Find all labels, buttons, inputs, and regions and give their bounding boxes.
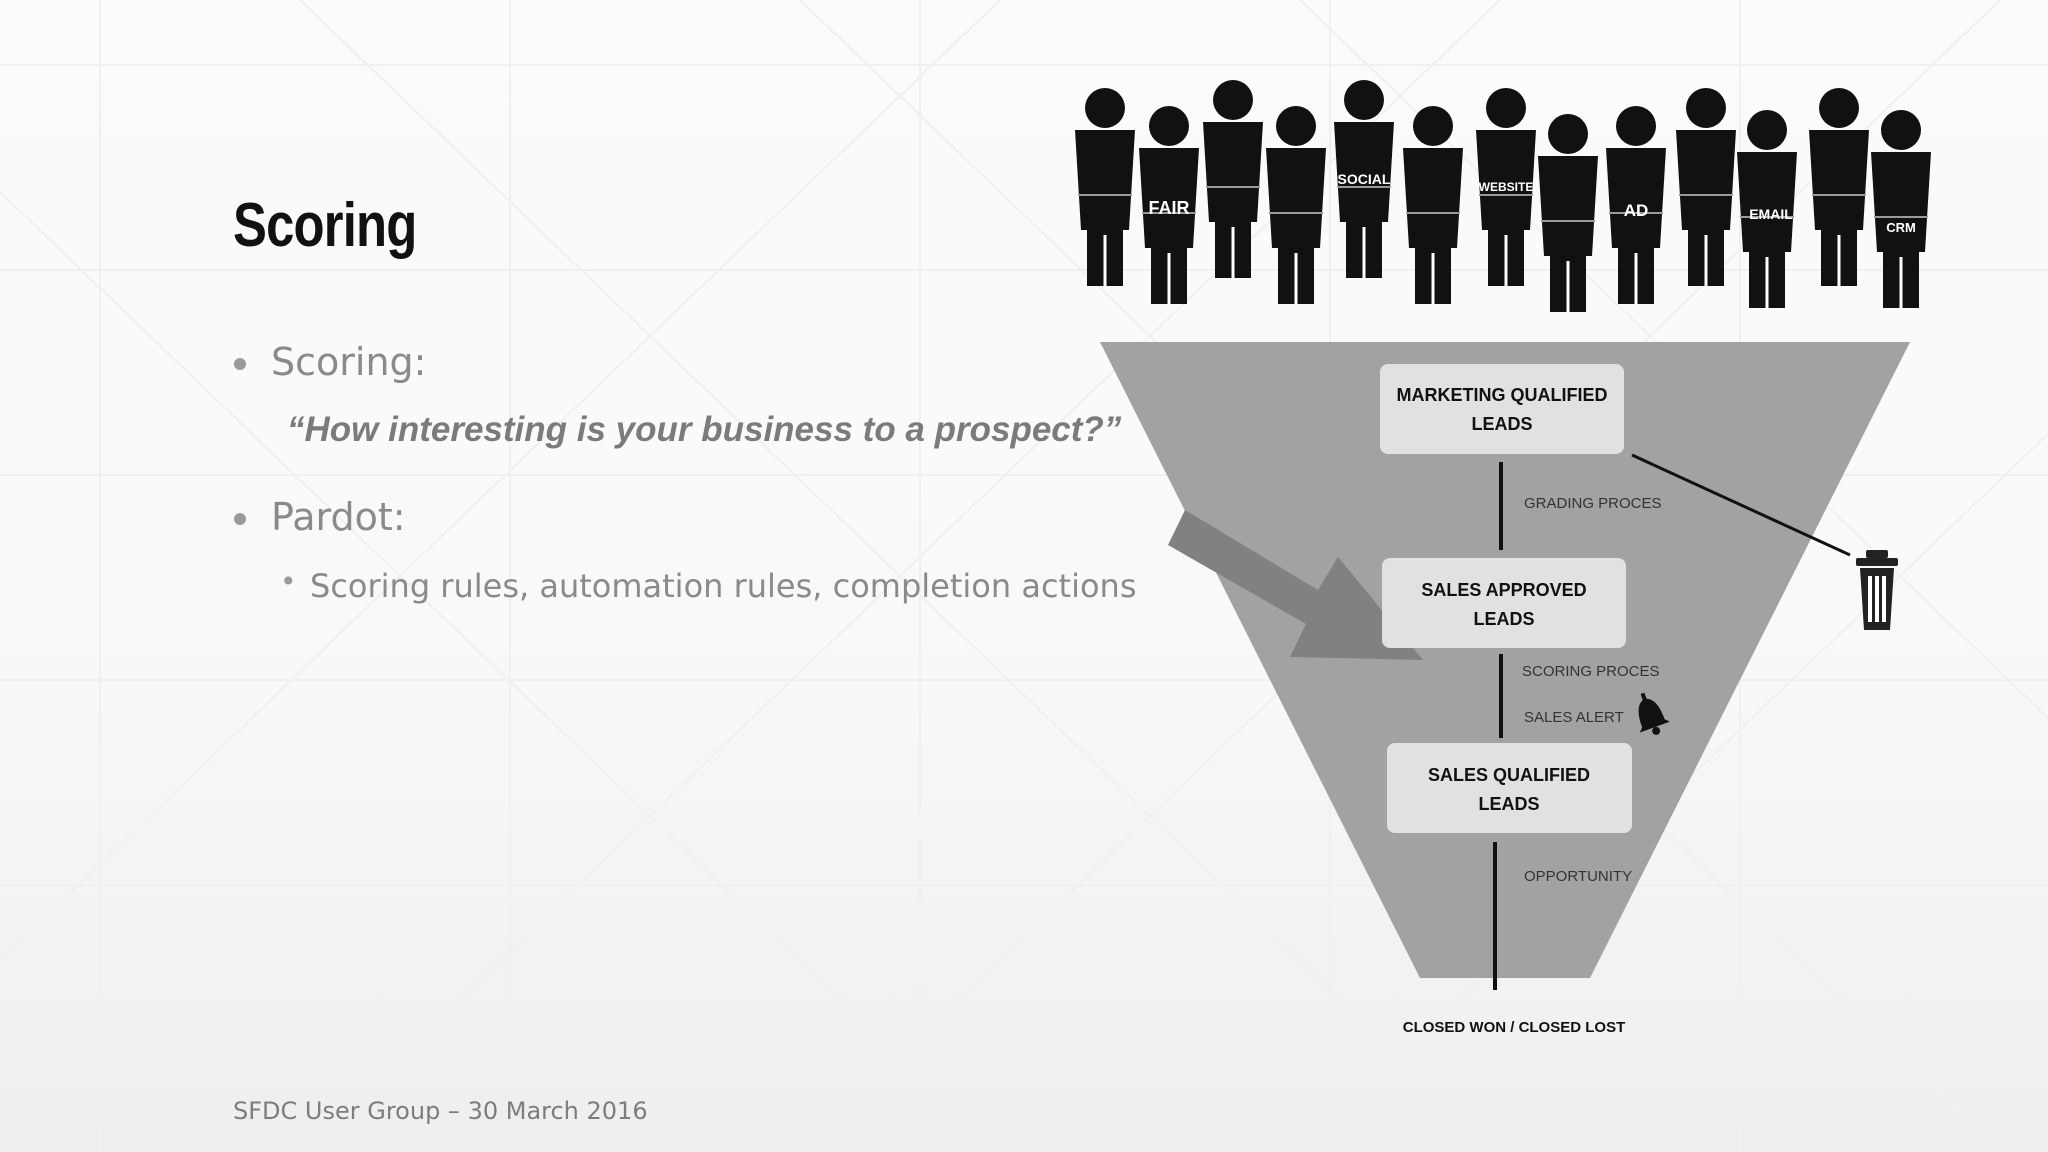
source-label-social: SOCIAL	[1338, 171, 1391, 187]
stage-sal-line2: LEADS	[1473, 609, 1534, 629]
label-scoring: SCORING PROCES	[1522, 663, 1660, 680]
person-icon	[1201, 78, 1265, 280]
bullet-label: Pardot:	[271, 495, 406, 539]
person-icon	[1264, 104, 1328, 306]
stage-sql-line2: LEADS	[1478, 794, 1539, 814]
source-label-website: WEBSITE	[1479, 180, 1534, 194]
stage-mql-line2: LEADS	[1471, 414, 1532, 434]
person-icon	[1674, 86, 1738, 288]
stage-sql-line1: SALES QUALIFIED	[1428, 765, 1590, 785]
person-icon	[1869, 108, 1933, 310]
bullet-dot-icon	[234, 513, 246, 525]
source-label-crm: CRM	[1886, 220, 1916, 235]
bullet-label: Scoring:	[271, 340, 427, 384]
slide-title: Scoring	[233, 191, 417, 260]
label-opportunity: OPPORTUNITY	[1524, 868, 1632, 885]
label-outcome: CLOSED WON / CLOSED LOST	[1403, 1019, 1626, 1036]
source-label-fair: FAIR	[1148, 198, 1189, 218]
person-icon	[1401, 104, 1465, 306]
funnel-shape	[1100, 342, 1910, 978]
arrow-icon	[1168, 510, 1423, 660]
person-icon	[1807, 86, 1871, 288]
stage-sal-line1: SALES APPROVED	[1421, 580, 1586, 600]
stage-box-sql	[1387, 743, 1632, 833]
trash-icon	[1856, 550, 1898, 630]
bullet-dot-icon	[234, 358, 246, 370]
stage-box-mql	[1380, 364, 1624, 454]
label-grading: GRADING PROCES	[1524, 495, 1662, 512]
discard-line	[1631, 453, 1851, 557]
source-label-ad: AD	[1624, 201, 1649, 220]
slide-footer: SFDC User Group – 30 March 2016	[233, 1097, 648, 1125]
person-icon	[1073, 86, 1137, 288]
stage-mql-line1: MARKETING QUALIFIED	[1397, 385, 1608, 405]
stage-box-sal	[1382, 558, 1626, 648]
bell-icon	[1638, 692, 1670, 735]
scoring-quote: “How interesting is your business to a p…	[287, 410, 1122, 449]
label-sales-alert: SALES ALERT	[1524, 709, 1624, 726]
person-icon	[1536, 112, 1600, 314]
sub-bullet-text: Scoring rules, automation rules, complet…	[310, 567, 1137, 605]
source-label-email: EMAIL	[1749, 206, 1793, 222]
sub-bullet-dot-icon: •	[280, 565, 297, 598]
